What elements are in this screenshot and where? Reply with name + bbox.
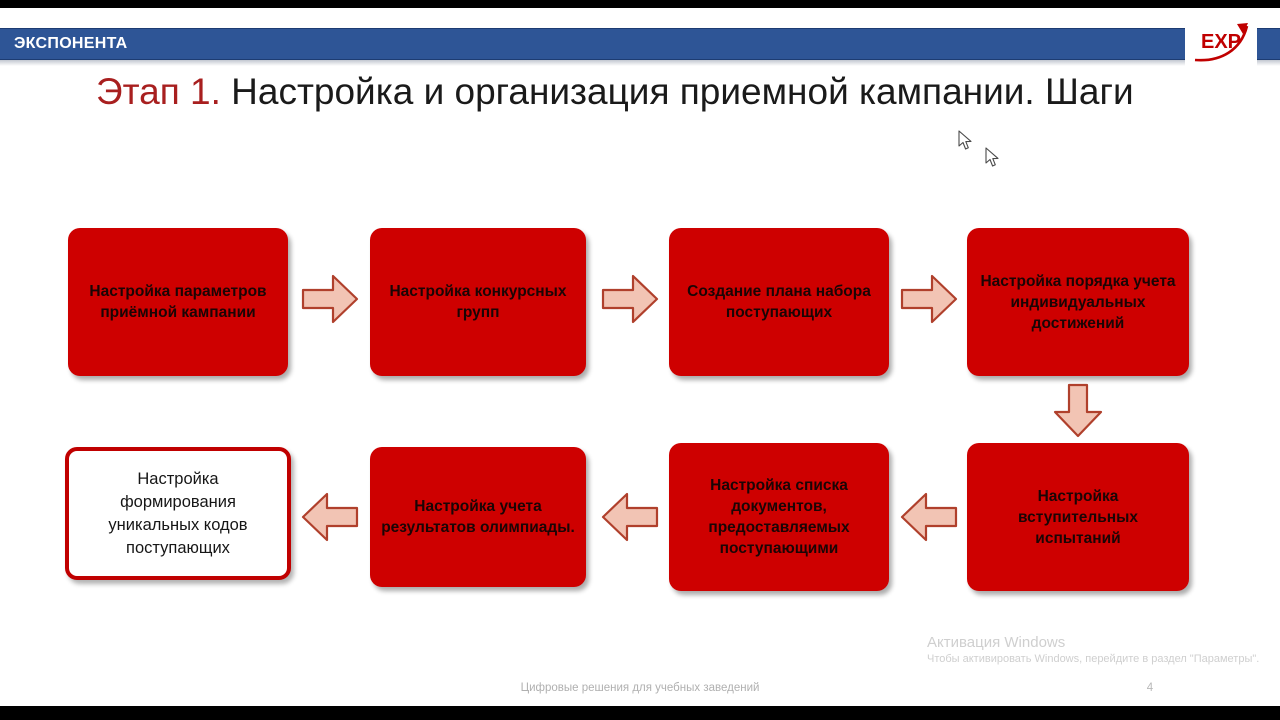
logo-patch[interactable]: EXP: [1185, 12, 1257, 76]
flow-box-2[interactable]: Настройка конкурсных групп: [370, 228, 586, 376]
footer-note: Цифровые решения для учебных заведений: [520, 682, 760, 694]
flow-box-6-label: Настройка списка документов, предоставля…: [708, 477, 850, 557]
svg-text:EXP: EXP: [1201, 31, 1241, 53]
letterbox-bottom: [0, 706, 1280, 720]
flow-box-7-label: Настройка учета результатов олимпиады.: [381, 498, 575, 536]
arrow-left-7-to-8: [299, 486, 361, 548]
arrow-left-6-to-7: [599, 486, 661, 548]
flow-box-5-label: Настройка вступительных испытаний: [1017, 487, 1139, 547]
arrow-right-3-to-4: [898, 268, 960, 330]
windows-activation-title: Активация Windows: [927, 634, 1066, 651]
letterbox-top: [0, 0, 1280, 8]
mouse-pointer-2: [985, 147, 1001, 174]
brand-label: ЭКСПОНЕНТА: [14, 35, 128, 52]
flow-box-2-label: Настройка конкурсных групп: [389, 283, 567, 321]
exp-logo-icon: EXP: [1194, 23, 1249, 62]
title-rest: Настройка и организация приемной кампани…: [220, 71, 1134, 112]
page-title: Этап 1. Настройка и организация приемной…: [96, 68, 1156, 115]
page-number: 4: [1146, 682, 1154, 694]
flow-box-8[interactable]: Настройка формирования уникальных кодов …: [65, 447, 291, 580]
flow-box-7[interactable]: Настройка учета результатов олимпиады.: [370, 447, 586, 587]
arrow-left-5-to-6: [898, 486, 960, 548]
flow-box-6[interactable]: Настройка списка документов, предоставля…: [669, 443, 889, 591]
brand-band: ЭКСПОНЕНТА: [0, 28, 1280, 60]
flow-box-5[interactable]: Настройка вступительных испытаний: [967, 443, 1189, 591]
windows-activation-subtitle: Чтобы активировать Windows, перейдите в …: [927, 653, 1260, 665]
band-shadow: [0, 60, 1280, 66]
mouse-pointer-1: [958, 130, 974, 157]
arrow-right-1-to-2: [299, 268, 361, 330]
title-step-label: Этап 1.: [96, 71, 221, 112]
flow-box-3-label: Создание плана набора поступающих: [687, 283, 871, 321]
flow-box-4[interactable]: Настройка порядка учета индивидуальных д…: [967, 228, 1189, 376]
flow-box-1-label: Настройка параметров приёмной кампании: [89, 283, 267, 321]
flow-box-4-label: Настройка порядка учета индивидуальных д…: [980, 272, 1176, 332]
flow-box-8-label: Настройка формирования уникальных кодов …: [108, 469, 248, 557]
flow-box-1[interactable]: Настройка параметров приёмной кампании: [68, 228, 288, 376]
arrow-down-4-to-5: [1047, 382, 1109, 440]
flow-box-3[interactable]: Создание плана набора поступающих: [669, 228, 889, 376]
arrow-right-2-to-3: [599, 268, 661, 330]
